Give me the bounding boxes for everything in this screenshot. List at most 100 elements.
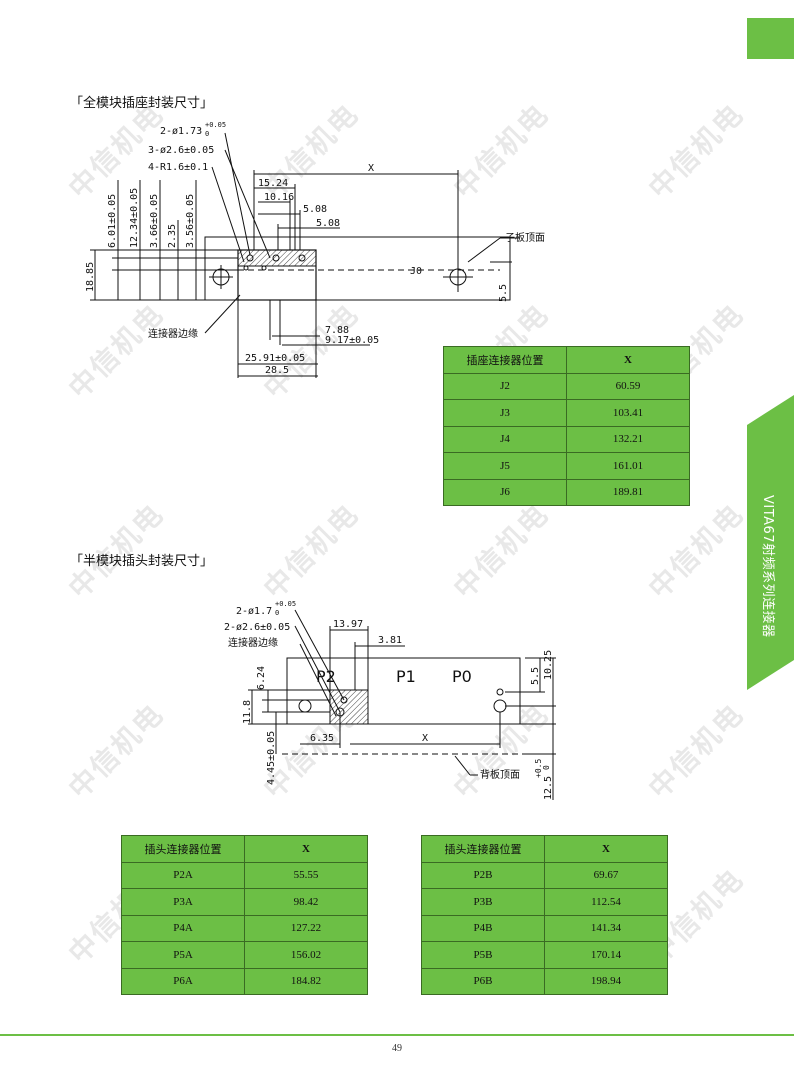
table-cell-position: P3B — [421, 888, 545, 916]
s2-label-p0: P0 — [452, 667, 472, 686]
s1-callout-edge: 连接器边缘 — [148, 327, 198, 340]
page-number: 49 — [392, 1043, 402, 1054]
section2-heading: 「半模块插头封装尺寸」 — [70, 554, 214, 569]
side-tab: VITA67射频系列连接器 — [747, 395, 794, 690]
s2-dim-hole2: 2-ø1.7 — [236, 606, 272, 617]
s2-dim-125-tol: +0.5 — [534, 759, 543, 778]
corner-accent-block — [747, 18, 794, 59]
plug-table-a-header-position: 插头连接器位置 — [121, 835, 245, 863]
table-cell-position: P5B — [421, 941, 545, 969]
table-cell-position: P2B — [421, 861, 545, 889]
table-cell-x-value: 127.22 — [244, 914, 368, 942]
s2-dim-445: 4.45±0.05 — [266, 731, 277, 785]
table-cell-position: J4 — [443, 425, 567, 453]
table-cell-position: P2A — [121, 861, 245, 889]
s1-dim-hole3: 3-ø2.6±0.05 — [148, 145, 214, 156]
s2-label-p1: P1 — [396, 667, 416, 686]
table-cell-x-value: 141.34 — [544, 914, 668, 942]
s2-dim-381: 3.81 — [378, 635, 402, 646]
s1-dim-55: 5.5 — [498, 284, 509, 302]
s1-dim-788: 7.88 — [325, 325, 349, 336]
s2-dim-x: X — [422, 733, 428, 744]
table-cell-x-value: 184.82 — [244, 967, 368, 995]
s1-dim-x: X — [368, 163, 374, 174]
table-cell-position: J6 — [443, 478, 567, 506]
s2-dim-hole2-tol: +0.05 — [275, 600, 296, 608]
table-cell-position: P6A — [121, 967, 245, 995]
s2-dim-hole3: 2-ø2.6±0.05 — [224, 622, 290, 633]
table-cell-x-value: 60.59 — [566, 372, 690, 400]
table-cell-x-value: 198.94 — [544, 967, 668, 995]
table-cell-x-value: 132.21 — [566, 425, 690, 453]
s1-dim-radius: 4-R1.6±0.1 — [148, 162, 208, 173]
s1-dim-hole2-tol: +0.05 — [205, 121, 226, 129]
s1-dim-601: 6.01±0.05 — [107, 194, 118, 248]
s2-dim-55: 5.5 — [530, 667, 541, 685]
table-cell-position: P5A — [121, 941, 245, 969]
s2-dim-624: 6.24 — [256, 666, 267, 690]
socket-table-header-x: X — [566, 346, 690, 374]
s1-dim-1016: 10.16 — [264, 192, 294, 203]
s1-dim-235: 2.35 — [167, 224, 178, 248]
table-cell-x-value: 156.02 — [244, 941, 368, 969]
s1-dim-1234: 12.34±0.05 — [129, 188, 140, 248]
s2-dim-125-tol2: 0 — [542, 765, 551, 770]
table-cell-position: P4B — [421, 914, 545, 942]
s1-dim-508b: 5.08 — [316, 218, 340, 229]
side-tab-shape — [747, 395, 794, 690]
s2-dim-hole2-tol2: 0 — [275, 609, 279, 617]
s2-dim-1397: 13.97 — [333, 619, 363, 630]
table-cell-position: J3 — [443, 399, 567, 427]
plug-outline — [248, 609, 556, 800]
s1-label-j0: J0 — [410, 266, 422, 277]
socket-table-header-position: 插座连接器位置 — [443, 346, 567, 374]
table-cell-position: P6B — [421, 967, 545, 995]
s1-dim-285: 28.5 — [265, 365, 289, 376]
s1-dim-1524: 15.24 — [258, 178, 288, 189]
table-cell-position: J5 — [443, 452, 567, 480]
plug-table-b-header-x: X — [544, 835, 668, 863]
socket-outline — [90, 132, 520, 378]
s2-callout-edge: 连接器边缘 — [228, 636, 278, 649]
s1-callout-daughter-top: 子板顶面 — [505, 231, 545, 244]
table-cell-x-value: 98.42 — [244, 888, 368, 916]
s1-dim-917: 9.17±0.05 — [325, 335, 379, 346]
table-cell-position: J2 — [443, 372, 567, 400]
table-cell-x-value: 103.41 — [566, 399, 690, 427]
s2-callout-back-top: 背板顶面 — [480, 768, 520, 781]
plug-table-a-header-x: X — [244, 835, 368, 863]
s1-dim-hole2: 2-ø1.73 — [160, 126, 202, 137]
plug-table-b-header-position: 插头连接器位置 — [421, 835, 545, 863]
section1-heading: 「全模块插座封装尺寸」 — [70, 96, 214, 111]
table-cell-x-value: 55.55 — [244, 861, 368, 889]
s1-dim-1885: 18.85 — [85, 262, 96, 292]
s1-dim-2591: 25.91±0.05 — [245, 353, 305, 364]
table-cell-position: P4A — [121, 914, 245, 942]
s2-dim-635: 6.35 — [310, 733, 334, 744]
table-cell-x-value: 170.14 — [544, 941, 668, 969]
s1-dim-366: 3.66±0.05 — [149, 194, 160, 248]
table-cell-x-value: 112.54 — [544, 888, 668, 916]
s1-dim-508a: 5.08 — [303, 204, 327, 215]
s1-dim-hole2-tol2: 0 — [205, 130, 209, 138]
footer-divider — [0, 1034, 794, 1036]
s2-dim-118: 11.8 — [242, 700, 253, 724]
